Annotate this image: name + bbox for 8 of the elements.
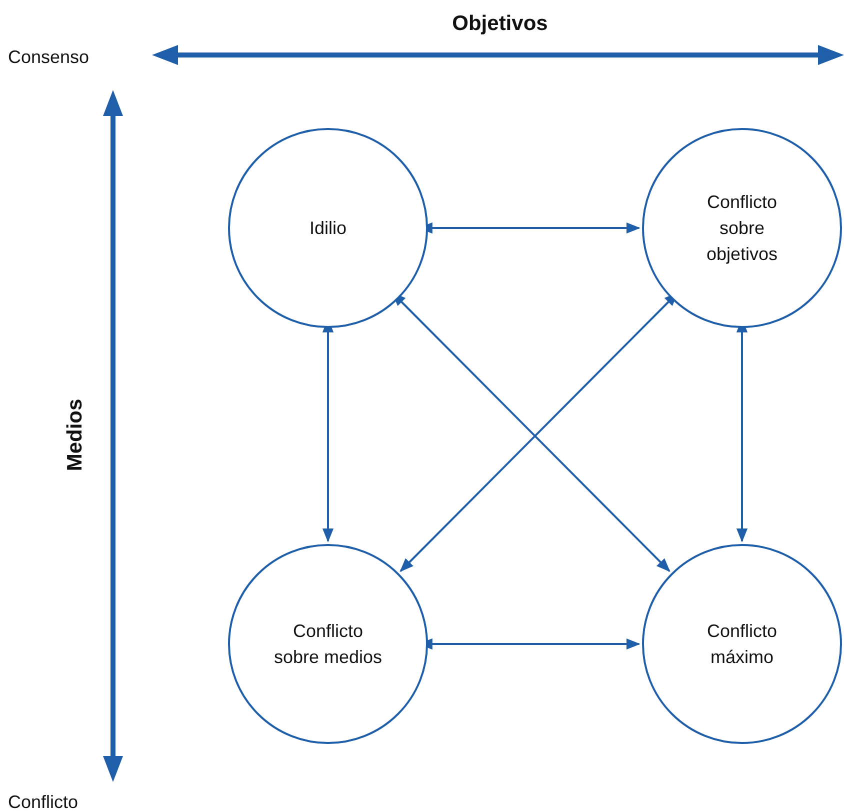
node-label: Conflicto sobre objetivos: [705, 191, 779, 266]
axis-label: Conflicto: [8, 791, 78, 811]
node-label: Idilio: [308, 217, 348, 240]
axis-title: Objetivos: [451, 11, 549, 37]
node-label: Conflicto máximo: [706, 620, 778, 669]
axis-label: Consenso: [8, 46, 90, 69]
node-label: Conflicto sobre medios: [273, 620, 383, 669]
axis-title: Medios: [62, 398, 88, 472]
